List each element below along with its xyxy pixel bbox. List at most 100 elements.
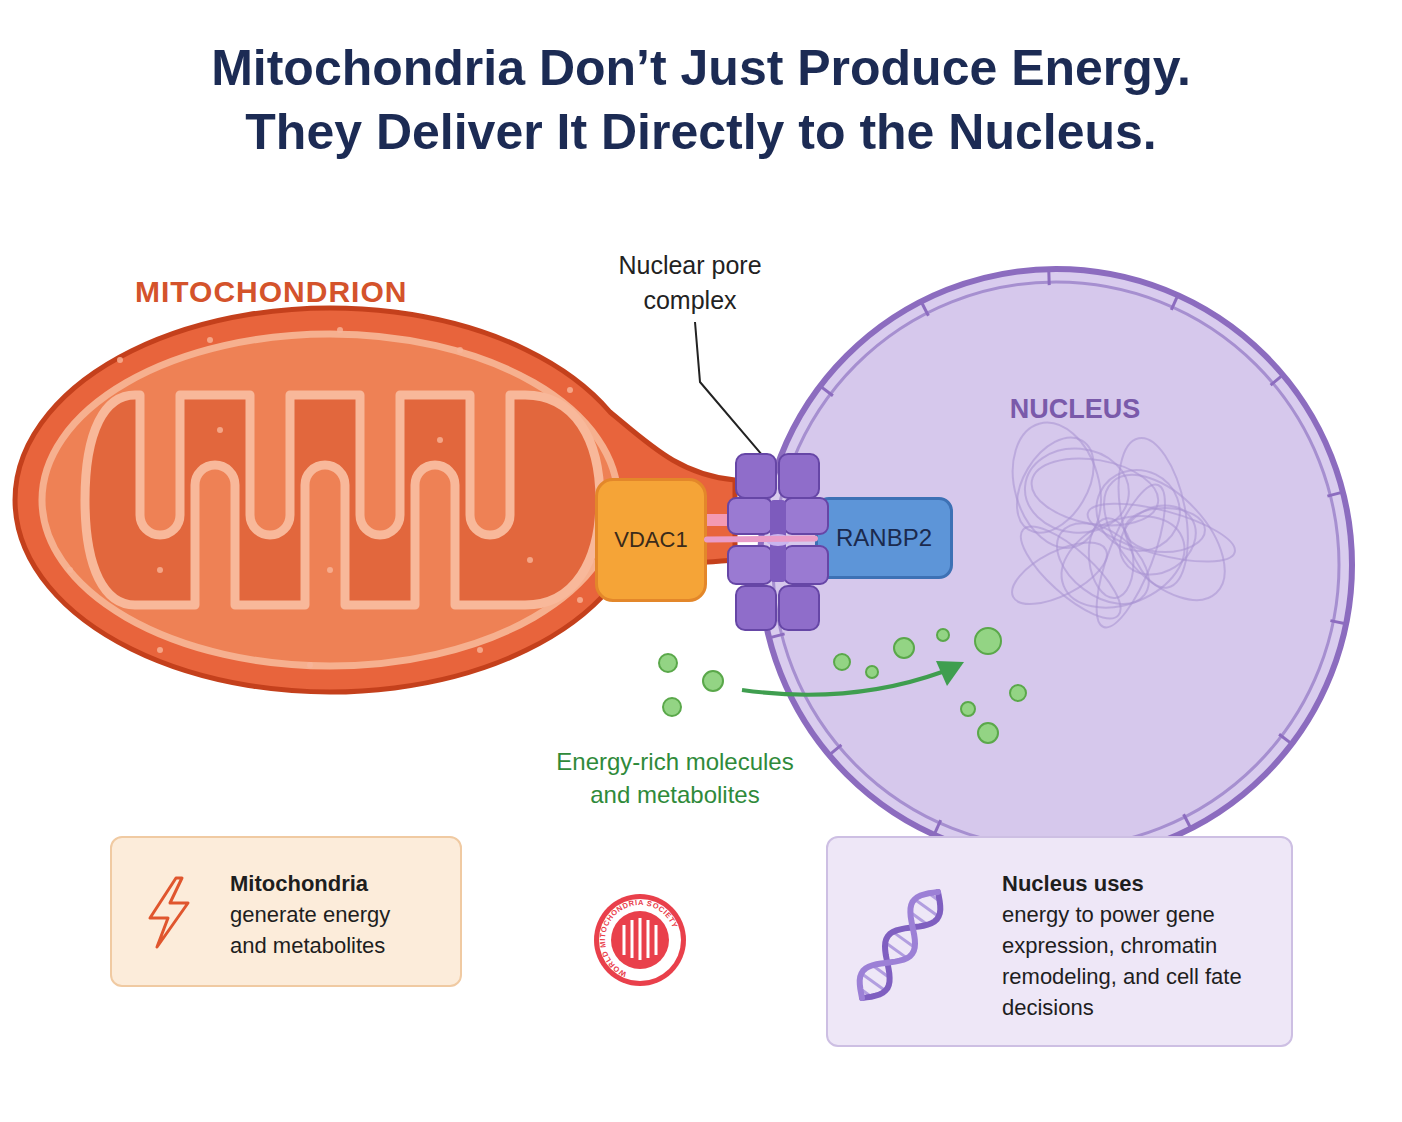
nuclear-pore-shape bbox=[779, 454, 819, 498]
nuclear-pore-shape bbox=[784, 546, 828, 584]
protein-box: RANBP2 bbox=[815, 497, 953, 579]
nuclear-pore-shape bbox=[770, 500, 786, 582]
node-label: VDAC1 bbox=[614, 527, 687, 553]
node-label: RANBP2 bbox=[836, 524, 932, 552]
nuclear-pore-shape bbox=[728, 498, 772, 534]
nucleus-shape bbox=[828, 745, 842, 757]
dna-icon bbox=[860, 892, 941, 998]
mitochondrion-shape bbox=[477, 647, 483, 653]
nuclear-pore-shape bbox=[728, 454, 828, 630]
metabolite-dots bbox=[894, 638, 914, 658]
metabolite-dots bbox=[961, 702, 975, 716]
nucleus-shape bbox=[1171, 293, 1178, 309]
nuclear-pore-shape bbox=[784, 498, 828, 534]
node-label: Mitochondria bbox=[230, 868, 410, 899]
flow-arrow bbox=[742, 661, 964, 695]
mitochondrion-shape bbox=[157, 567, 163, 573]
dna-icon bbox=[910, 928, 914, 931]
society-logo bbox=[611, 911, 669, 969]
part-label: Nuclear pore complex bbox=[590, 248, 790, 318]
metabolite-dots bbox=[659, 628, 1026, 743]
nucleus-shape bbox=[1271, 374, 1285, 386]
metabolite-dots bbox=[975, 628, 1001, 654]
dna-icon bbox=[929, 893, 940, 901]
metabolite-dots bbox=[703, 671, 723, 691]
nuclear-pore-shape bbox=[766, 534, 790, 546]
dna-icon bbox=[860, 892, 938, 998]
dna-icon bbox=[910, 912, 927, 924]
info-box: Mitochondriagenerate energy and metaboli… bbox=[110, 836, 462, 987]
nucleus-shape bbox=[1001, 424, 1109, 546]
dna-icon bbox=[887, 960, 891, 963]
nucleus-shape bbox=[773, 282, 1339, 848]
metabolite-dots bbox=[834, 654, 850, 670]
leader-line bbox=[695, 322, 768, 462]
nucleus-shape bbox=[1279, 734, 1293, 745]
mitochondrion-shape bbox=[457, 347, 463, 353]
mitochondrion-shape bbox=[527, 557, 533, 563]
nucleus-shape bbox=[1026, 449, 1163, 534]
nucleus-shape bbox=[819, 385, 833, 396]
dna-icon bbox=[860, 989, 871, 997]
nucleus-shape bbox=[1082, 492, 1240, 574]
nuclear-pore-shape bbox=[736, 454, 776, 498]
metabolite-dots bbox=[937, 629, 949, 641]
mitochondrion-shape bbox=[117, 357, 123, 363]
mitochondrion-shape bbox=[42, 334, 618, 666]
nucleus-shape bbox=[999, 412, 1115, 558]
diagram-title: Mitochondria Don’t Just Produce Energy. … bbox=[181, 36, 1221, 164]
dna-icon bbox=[861, 974, 885, 991]
mitochondrion-shape bbox=[567, 387, 573, 393]
society-logo bbox=[599, 899, 681, 981]
metabolite-dots bbox=[1010, 685, 1026, 701]
node-label: NUCLEUS bbox=[995, 392, 1155, 426]
nucleus-shape bbox=[1047, 267, 1051, 285]
protein-box: VDAC1 bbox=[595, 478, 707, 602]
info-box: Nucleus usesenergy to power gene express… bbox=[826, 836, 1293, 1047]
society-logo bbox=[594, 894, 686, 986]
mitochondrion-shape bbox=[577, 597, 583, 603]
metabolite-dots bbox=[659, 654, 677, 672]
mitochondrion-shape bbox=[157, 647, 163, 653]
mitochondrion-shape bbox=[307, 662, 313, 668]
leader-line bbox=[695, 322, 768, 462]
nucleus-shape bbox=[767, 634, 784, 639]
dna-icon bbox=[915, 899, 939, 916]
mitochondrion-shape bbox=[207, 337, 213, 343]
lightning-icon bbox=[150, 878, 188, 947]
nucleus-shape bbox=[1048, 499, 1198, 625]
nucleus: NUCLEUS RANBP2 bbox=[755, 263, 1357, 867]
society-logo bbox=[624, 918, 656, 960]
nucleus-shape bbox=[1003, 530, 1116, 616]
node-body: energy to power gene expression, chromat… bbox=[1002, 899, 1257, 1023]
nuclear-pore-shape bbox=[736, 586, 776, 630]
connector-group bbox=[707, 538, 815, 540]
dna-icon bbox=[862, 892, 940, 998]
metabolite-dots bbox=[866, 666, 878, 678]
mitochondrion-shape bbox=[217, 427, 223, 433]
flow-arrow bbox=[936, 661, 964, 686]
nucleus-shape bbox=[1327, 492, 1344, 497]
flow-arrow bbox=[742, 672, 942, 695]
mitochondrion-shape bbox=[85, 395, 600, 605]
metabolite-dots bbox=[978, 723, 998, 743]
mitochondrion-shape bbox=[437, 437, 443, 443]
nuclear-pore-shape bbox=[779, 586, 819, 630]
nucleus-shape bbox=[933, 820, 940, 836]
dna-icon bbox=[885, 943, 907, 959]
mitochondrion-shape bbox=[327, 567, 333, 573]
nucleus-shape bbox=[1085, 516, 1137, 600]
dna-icon bbox=[872, 965, 889, 977]
society-logo: WORLD MITOCHONDRIA SOCIETY bbox=[594, 894, 686, 986]
society-logo bbox=[605, 905, 675, 975]
nuclear-pore-shape bbox=[728, 546, 772, 584]
mitochondrion-shape bbox=[67, 567, 73, 573]
annotation-text: Energy-rich molecules and metabolites bbox=[545, 745, 805, 811]
link-connector bbox=[707, 536, 815, 543]
logo-text: WORLD MITOCHONDRIA SOCIETY bbox=[598, 898, 680, 979]
nucleus-shape bbox=[1082, 453, 1247, 621]
dna-icon bbox=[893, 932, 915, 948]
node-label: MITOCHONDRION bbox=[135, 274, 475, 310]
